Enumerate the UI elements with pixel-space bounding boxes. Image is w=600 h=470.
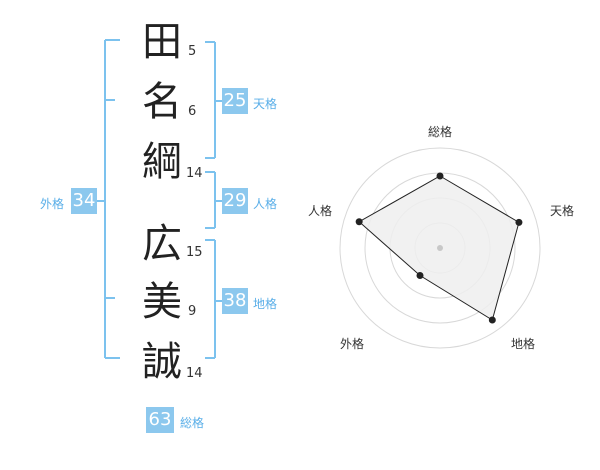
radar-center-point: [437, 245, 443, 251]
stroke-count-4: 15: [186, 245, 203, 260]
name-char-5: 美: [142, 279, 182, 325]
soukaku-label: 総格: [180, 416, 205, 430]
jinkaku-label: 人格: [253, 197, 278, 211]
radar-point-3: [488, 316, 496, 324]
tenkaku-label: 天格: [253, 97, 278, 111]
name-char-3: 綱: [142, 139, 182, 185]
name-char-2: 名: [142, 79, 182, 125]
radar-axis-label-soukaku: 総格: [428, 125, 453, 139]
stroke-count-3: 14: [186, 166, 203, 181]
soukaku-value-box: 63: [146, 407, 174, 433]
radar-axis-label-jinkaku: 人格: [308, 204, 333, 218]
stroke-count-5: 9: [188, 304, 197, 319]
chikaku-label: 地格: [253, 297, 278, 311]
stroke-count-1: 5: [188, 44, 197, 59]
stroke-count-2: 6: [188, 104, 197, 119]
gaikaku-value-box: 34: [71, 188, 97, 214]
name-char-6: 誠: [142, 339, 182, 385]
name-char-1: 田: [142, 19, 182, 65]
radar-axis-label-gaikaku: 外格: [340, 337, 365, 351]
radar-axis-label-chikaku: 地格: [511, 337, 536, 351]
name-char-4: 広: [142, 221, 182, 267]
jinkaku-value-box: 29: [222, 188, 248, 214]
radar-point-1: [436, 172, 444, 180]
stroke-count-6: 14: [186, 366, 203, 381]
radar-point-2: [515, 218, 523, 226]
radar-point-4: [416, 272, 424, 280]
radar-point-5: [355, 218, 363, 226]
tenkaku-value-box: 25: [222, 88, 248, 114]
radar-axis-label-tenkaku: 天格: [550, 204, 575, 218]
gaikaku-label: 外格: [40, 197, 65, 211]
chikaku-value-box: 38: [222, 288, 248, 314]
